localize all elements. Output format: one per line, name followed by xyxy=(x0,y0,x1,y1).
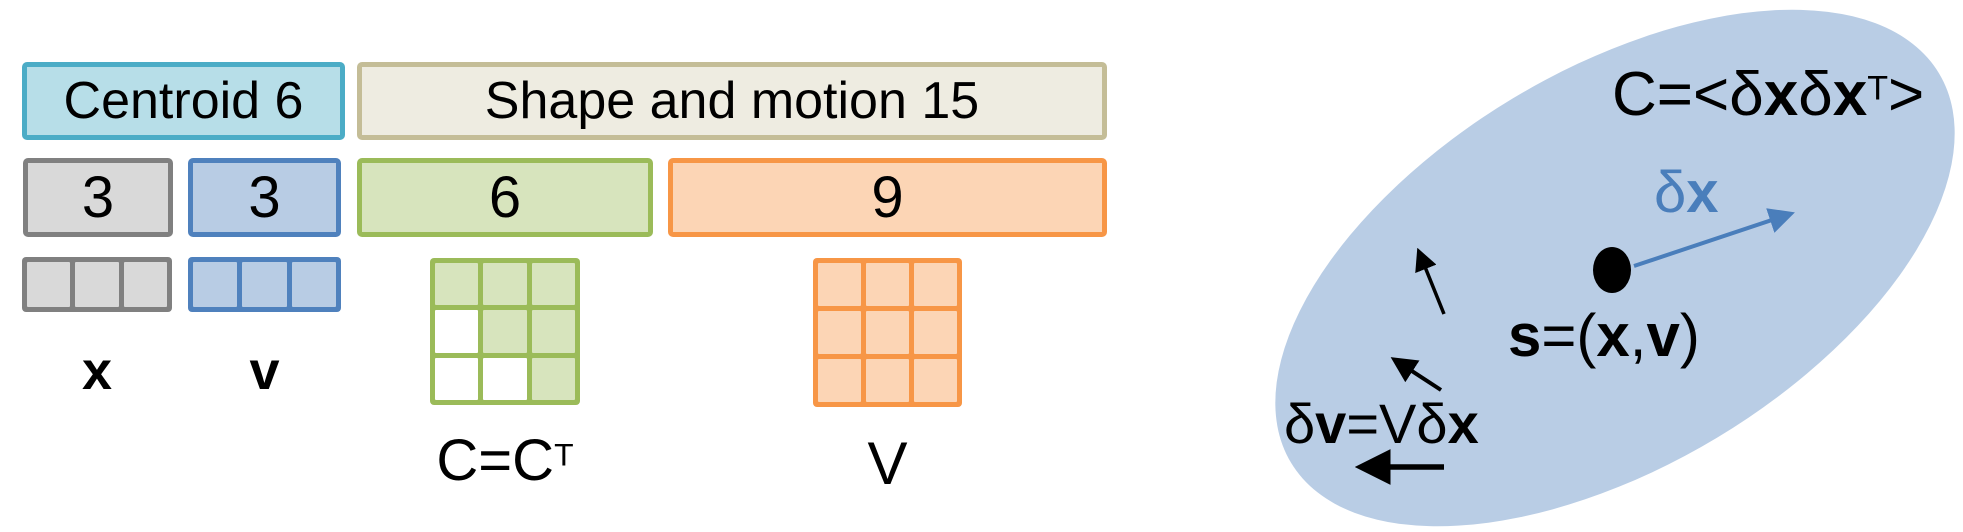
v-matrix-cells xyxy=(813,258,962,407)
delta-symbol: δ xyxy=(1798,60,1833,129)
x-vector-cells xyxy=(22,257,172,312)
matrix-cell xyxy=(914,263,957,306)
v-matrix-size-box: 9 xyxy=(668,158,1107,237)
matrix-cell xyxy=(531,310,575,353)
x-symbol: x xyxy=(1596,302,1630,369)
delta-symbol: δ xyxy=(1416,392,1448,455)
matrix-cell xyxy=(123,262,167,307)
matrix-cell xyxy=(193,262,238,307)
c-matrix-label-transpose: T xyxy=(554,436,574,473)
shape-motion-group-box: Shape and motion 15 xyxy=(357,62,1107,140)
matrix-cell xyxy=(242,262,287,307)
x-symbol: x xyxy=(1447,392,1479,455)
matrix-cell xyxy=(435,310,479,353)
c-matrix-label: C=CT xyxy=(357,432,653,490)
x-symbol: x xyxy=(1686,160,1719,225)
equals-paren: =( xyxy=(1541,302,1597,369)
matrix-cell xyxy=(483,357,527,400)
covariance-formula-lead: C=< xyxy=(1612,60,1730,129)
covariance-formula: C=<δxδxT> xyxy=(1612,64,1924,126)
c-matrix-cells xyxy=(430,258,580,405)
x-size-box: 3 xyxy=(23,158,173,237)
x-symbol: x xyxy=(1832,60,1868,129)
s-symbol: s xyxy=(1508,302,1542,369)
c-matrix-label-base: C=C xyxy=(436,428,555,493)
matrix-cell xyxy=(483,263,527,306)
delta-symbol: δ xyxy=(1284,392,1316,455)
x-symbol: x xyxy=(1763,60,1799,129)
matrix-cell xyxy=(914,311,957,354)
v-symbol: v xyxy=(1315,392,1347,455)
delta-x-label: δx xyxy=(1654,164,1719,222)
x-vector-label: x xyxy=(81,341,113,401)
delta-symbol: δ xyxy=(1654,160,1687,225)
close-paren: ) xyxy=(1679,302,1700,369)
v-size-box: 3 xyxy=(188,158,341,237)
matrix-cell xyxy=(291,262,336,307)
matrix-cell xyxy=(818,263,861,306)
mean-state-label: s=(x,v) xyxy=(1508,306,1700,366)
delta-symbol: δ xyxy=(1729,60,1764,129)
capital-v-symbol: V xyxy=(1379,392,1417,455)
covariance-formula-tail: > xyxy=(1888,60,1925,129)
transpose-symbol: T xyxy=(1867,69,1889,108)
equals-symbol: = xyxy=(1346,392,1380,455)
matrix-cell xyxy=(435,357,479,400)
matrix-cell xyxy=(27,262,71,307)
matrix-cell xyxy=(866,263,909,306)
v-vector-label: v xyxy=(249,341,280,401)
matrix-cell xyxy=(531,263,575,306)
centroid-group-box: Centroid 6 xyxy=(22,62,345,140)
matrix-cell xyxy=(75,262,119,307)
matrix-cell xyxy=(866,311,909,354)
matrix-cell xyxy=(818,311,861,354)
delta-v-formula: δv=Vδx xyxy=(1284,396,1479,452)
c-size-box: 6 xyxy=(357,158,653,237)
v-matrix-label: V xyxy=(867,430,908,497)
v-symbol: v xyxy=(1646,302,1680,369)
matrix-cell xyxy=(914,359,957,402)
matrix-cell xyxy=(818,359,861,402)
matrix-cell xyxy=(866,359,909,402)
v-vector-cells xyxy=(188,257,341,312)
matrix-cell xyxy=(483,310,527,353)
matrix-cell xyxy=(435,263,479,306)
matrix-cell xyxy=(531,357,575,400)
comma: , xyxy=(1629,302,1647,369)
